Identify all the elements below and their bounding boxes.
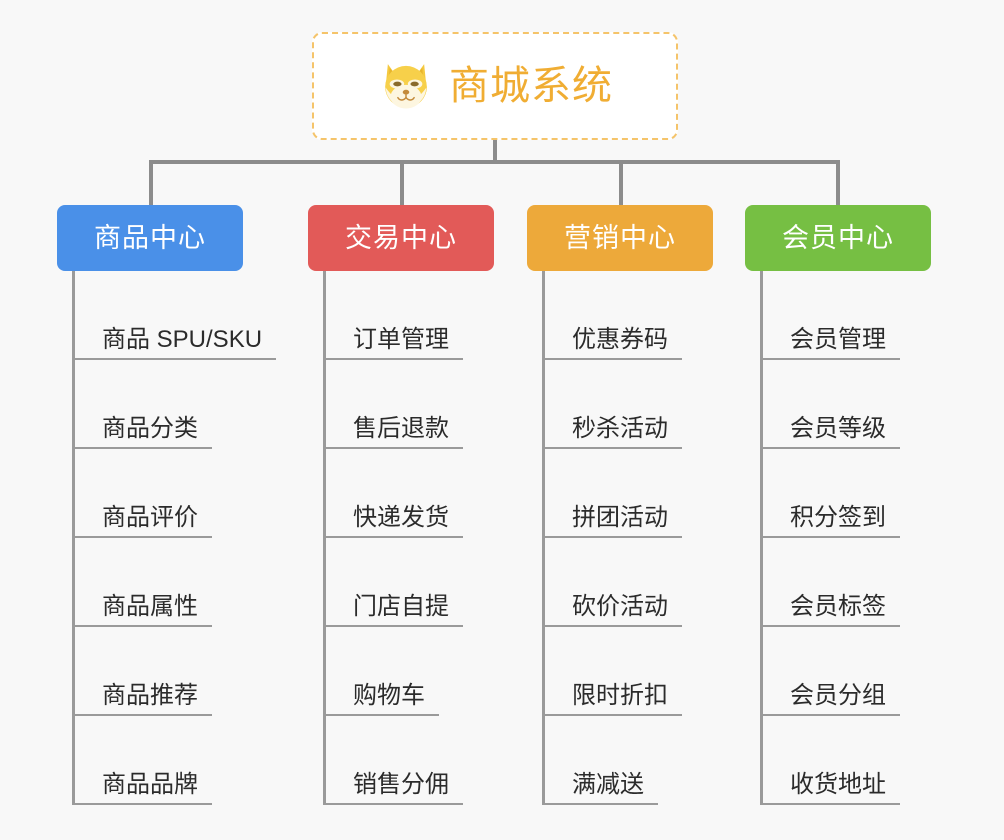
leaf-underline: 快递发货 (323, 503, 463, 538)
category-header-product-center[interactable]: 商品中心 (57, 205, 243, 271)
leaf-underline: 限时折扣 (542, 681, 682, 716)
leaf-label: 秒杀活动 (572, 414, 668, 442)
leaf-label: 订单管理 (353, 325, 449, 353)
leaf-label: 商品分类 (102, 414, 198, 442)
leaf-underline: 优惠券码 (542, 325, 682, 360)
leaf-underline: 门店自提 (323, 592, 463, 627)
leaf-item[interactable]: 会员等级 (760, 360, 900, 449)
leaf-underline: 售后退款 (323, 414, 463, 449)
leaf-underline: 会员等级 (760, 414, 900, 449)
leaf-label: 商品推荐 (102, 681, 198, 709)
leaf-underline: 购物车 (323, 681, 439, 716)
leaf-label: 砍价活动 (572, 592, 668, 620)
leaf-item[interactable]: 砍价活动 (542, 538, 682, 627)
leaf-underline: 销售分佣 (323, 770, 463, 805)
leaf-label: 拼团活动 (572, 503, 668, 531)
category-header-label: 交易中心 (345, 222, 457, 253)
leaf-underline: 收货地址 (760, 770, 900, 805)
leaf-item[interactable]: 订单管理 (323, 271, 463, 360)
leaf-underline: 砍价活动 (542, 592, 682, 627)
connector-drop-product-center (149, 160, 153, 207)
leaf-item[interactable]: 门店自提 (323, 538, 463, 627)
leaf-underline: 商品分类 (72, 414, 212, 449)
leaf-underline: 会员标签 (760, 592, 900, 627)
leaf-label: 积分签到 (790, 503, 886, 531)
connector-drop-member-center (836, 160, 840, 207)
leaf-label: 商品评价 (102, 503, 198, 531)
leaf-item[interactable]: 购物车 (323, 627, 439, 716)
column-spine (542, 271, 545, 805)
leaf-underline: 商品评价 (72, 503, 212, 538)
leaf-underline: 商品推荐 (72, 681, 212, 716)
leaf-underline: 秒杀活动 (542, 414, 682, 449)
leaf-label: 优惠券码 (572, 325, 668, 353)
leaf-label: 限时折扣 (572, 681, 668, 709)
leaf-label: 快递发货 (353, 503, 449, 531)
leaf-underline: 积分签到 (760, 503, 900, 538)
leaf-label: 商品 SPU/SKU (102, 325, 263, 353)
category-header-label: 商品中心 (94, 222, 206, 253)
connector-horizontal-bus (149, 160, 840, 164)
leaf-label: 商品属性 (102, 592, 198, 620)
leaf-item[interactable]: 商品属性 (72, 538, 212, 627)
category-header-label: 会员中心 (782, 222, 894, 253)
leaf-underline: 商品品牌 (72, 770, 212, 805)
leaf-underline: 商品 SPU/SKU (72, 325, 277, 360)
category-header-trade-center[interactable]: 交易中心 (308, 205, 494, 271)
leaf-label: 销售分佣 (353, 770, 449, 798)
leaf-underline: 会员分组 (760, 681, 900, 716)
leaf-label: 售后退款 (353, 414, 449, 442)
leaf-item[interactable]: 会员管理 (760, 271, 900, 360)
leaf-label: 购物车 (353, 681, 425, 709)
leaf-item[interactable]: 商品推荐 (72, 627, 212, 716)
leaf-item[interactable]: 会员分组 (760, 627, 900, 716)
leaf-item[interactable]: 满减送 (542, 716, 658, 805)
leaf-label: 会员管理 (790, 325, 886, 353)
leaf-item[interactable]: 商品评价 (72, 449, 212, 538)
leaf-item[interactable]: 商品 SPU/SKU (72, 271, 277, 360)
leaf-underline: 满减送 (542, 770, 658, 805)
category-header-marketing-center[interactable]: 营销中心 (527, 205, 713, 271)
leaf-label: 会员标签 (790, 592, 886, 620)
leaf-label: 收货地址 (790, 770, 886, 798)
column-spine (72, 271, 75, 805)
leaf-item[interactable]: 收货地址 (760, 716, 900, 805)
leaf-item[interactable]: 秒杀活动 (542, 360, 682, 449)
leaf-label: 商品品牌 (102, 770, 198, 798)
leaf-item[interactable]: 拼团活动 (542, 449, 682, 538)
column-spine (760, 271, 763, 805)
leaf-label: 满减送 (572, 770, 644, 798)
leaf-underline: 订单管理 (323, 325, 463, 360)
leaf-item[interactable]: 商品品牌 (72, 716, 212, 805)
connector-drop-trade-center (400, 160, 404, 207)
connector-drop-marketing-center (619, 160, 623, 207)
leaf-underline: 拼团活动 (542, 503, 682, 538)
leaf-item[interactable]: 商品分类 (72, 360, 212, 449)
root-node[interactable]: 商城系统 (312, 32, 678, 140)
leaf-item[interactable]: 限时折扣 (542, 627, 682, 716)
leaf-underline: 商品属性 (72, 592, 212, 627)
leaf-label: 会员分组 (790, 681, 886, 709)
shiba-dog-icon (377, 55, 435, 118)
leaf-underline: 会员管理 (760, 325, 900, 360)
leaf-item[interactable]: 优惠券码 (542, 271, 682, 360)
leaf-item[interactable]: 售后退款 (323, 360, 463, 449)
leaf-label: 会员等级 (790, 414, 886, 442)
category-header-label: 营销中心 (564, 222, 676, 253)
leaf-item[interactable]: 会员标签 (760, 538, 900, 627)
root-title: 商城系统 (449, 64, 613, 108)
column-spine (323, 271, 326, 805)
leaf-item[interactable]: 积分签到 (760, 449, 900, 538)
connector-root-stem (493, 140, 497, 162)
leaf-item[interactable]: 销售分佣 (323, 716, 463, 805)
leaf-item[interactable]: 快递发货 (323, 449, 463, 538)
leaf-label: 门店自提 (353, 592, 449, 620)
category-header-member-center[interactable]: 会员中心 (745, 205, 931, 271)
